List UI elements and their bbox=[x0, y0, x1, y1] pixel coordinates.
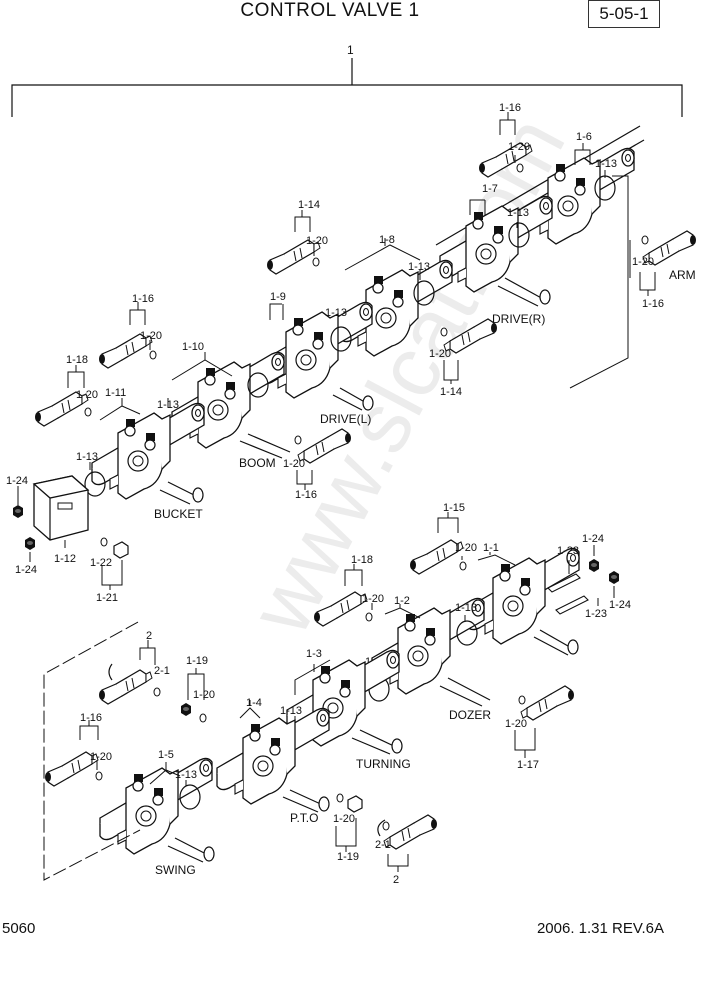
callout-swing-1: 2 bbox=[146, 630, 152, 642]
callout-bucket-4: 1-13 bbox=[76, 451, 98, 463]
callout-arm-4: 1-13 bbox=[595, 158, 617, 170]
valve-section-drive-l bbox=[259, 210, 498, 411]
callout-boom-6: 1-16 bbox=[295, 489, 317, 501]
callout-dozer-3: 1-1 bbox=[483, 542, 499, 554]
valve-section-bucket bbox=[34, 365, 205, 505]
callout-drive-l-7: 1-20 bbox=[429, 348, 451, 360]
callout-arm-6: 1-13 bbox=[507, 207, 529, 219]
callout-pto-5: 1-19 bbox=[337, 851, 359, 863]
valve-section-turning bbox=[285, 649, 403, 755]
callout-dozer-14: 1-17 bbox=[517, 759, 539, 771]
section-label-drive-l: DRIVE(L) bbox=[320, 412, 371, 426]
callout-swing-5: 1-5 bbox=[158, 749, 174, 761]
section-label-arm: ARM bbox=[669, 268, 696, 282]
callout-boom-4: 1-13 bbox=[157, 399, 179, 411]
assembly-bracket bbox=[11, 58, 683, 117]
callout-swing-7: 2-1 bbox=[375, 839, 391, 851]
callout-dozer-1: 1-15 bbox=[443, 502, 465, 514]
callout-cover-1: 1-24 bbox=[6, 475, 28, 487]
callout-dozer-4: 1-23 bbox=[557, 545, 579, 557]
callout-dozer-7: 1-24 bbox=[609, 599, 631, 611]
callout-drive-l-6: 1-13 bbox=[325, 307, 347, 319]
callout-boom-5: 1-20 bbox=[283, 458, 305, 470]
callout-swing-2: 2-1 bbox=[154, 665, 170, 677]
section-label-bucket: BUCKET bbox=[154, 507, 203, 521]
callout-pto-1: 1-19 bbox=[186, 655, 208, 667]
callout-cover-5: 1-21 bbox=[96, 592, 118, 604]
callout-pto-4: 1-20 bbox=[333, 813, 355, 825]
revision-label: 2006. 1.31 REV.6A bbox=[536, 920, 664, 937]
section-label-boom: BOOM bbox=[239, 456, 276, 470]
callout-pto-3: 1-4 bbox=[246, 697, 262, 709]
callout-dozer-13: 1-20 bbox=[505, 718, 527, 730]
callout-bucket-1: 1-18 bbox=[66, 354, 88, 366]
section-label-swing: SWING bbox=[155, 863, 196, 877]
callout-dozer-5: 1-24 bbox=[582, 533, 604, 545]
callout-dozer-11: 1-13 bbox=[455, 602, 477, 614]
callout-boom-3: 1-10 bbox=[182, 341, 204, 353]
valve-section-dozer bbox=[313, 512, 619, 758]
callout-swing-4: 1-20 bbox=[90, 751, 112, 763]
callout-drive-l-1: 1-14 bbox=[298, 199, 320, 211]
section-label-dozer: DOZER bbox=[449, 708, 491, 722]
callout-arm-5: 1-7 bbox=[482, 183, 498, 195]
callout-dozer-10: 1-2 bbox=[394, 595, 410, 607]
valve-section-boom bbox=[98, 302, 352, 490]
doc-code: 5060 bbox=[2, 920, 36, 937]
callout-turning-2: 1-13 bbox=[280, 705, 302, 717]
callout-bucket-2: 1-20 bbox=[76, 389, 98, 401]
section-label-drive-r: DRIVE(R) bbox=[492, 312, 545, 326]
section-label-turning: TURNING bbox=[356, 757, 411, 771]
callout-drive-l-5: 1-9 bbox=[270, 291, 286, 303]
callout-root: 1 bbox=[347, 43, 354, 57]
callout-turning-1: 1-3 bbox=[306, 648, 322, 660]
callout-bucket-3: 1-11 bbox=[105, 387, 126, 399]
callout-arm-7: 1-20 bbox=[632, 256, 654, 268]
callout-swing-3: 1-16 bbox=[80, 712, 102, 724]
page-title: CONTROL VALVE 1 bbox=[240, 0, 420, 21]
page-ref-box: 5-05-1 bbox=[588, 0, 660, 28]
callout-boom-2: 1-20 bbox=[140, 330, 162, 342]
callout-drive-l-2: 1-20 bbox=[306, 235, 328, 247]
callout-drive-l-8: 1-14 bbox=[440, 386, 462, 398]
section-label-pto: P.T.O bbox=[290, 811, 318, 825]
callout-arm-8: 1-16 bbox=[642, 298, 664, 310]
callout-dozer-8: 1-18 bbox=[351, 554, 373, 566]
callout-swing-8: 2 bbox=[393, 874, 399, 886]
valve-section-pto bbox=[181, 668, 363, 852]
callout-swing-6: 1-13 bbox=[175, 769, 197, 781]
callout-pto-2: 1-20 bbox=[193, 689, 215, 701]
callout-arm-1: 1-16 bbox=[499, 102, 521, 114]
valve-section-arm bbox=[435, 112, 697, 389]
callout-dozer-2: 1-20 bbox=[455, 542, 477, 554]
callout-boom-1: 1-16 bbox=[132, 293, 154, 305]
callout-arm-3: 1-6 bbox=[576, 131, 592, 143]
callout-dozer-9: 1-20 bbox=[362, 593, 384, 605]
callout-drive-l-3: 1-8 bbox=[379, 234, 395, 246]
callout-drive-l-4: 1-13 bbox=[408, 261, 430, 273]
callout-cover-4: 1-22 bbox=[90, 557, 112, 569]
callout-cover-2: 1-12 bbox=[54, 553, 76, 565]
callout-cover-3: 1-24 bbox=[15, 564, 37, 576]
callout-dozer-6: 1-23 bbox=[585, 608, 607, 620]
end-cover bbox=[13, 475, 129, 590]
valve-section-swing bbox=[43, 621, 438, 881]
callout-arm-2: 1-20 bbox=[508, 141, 530, 153]
